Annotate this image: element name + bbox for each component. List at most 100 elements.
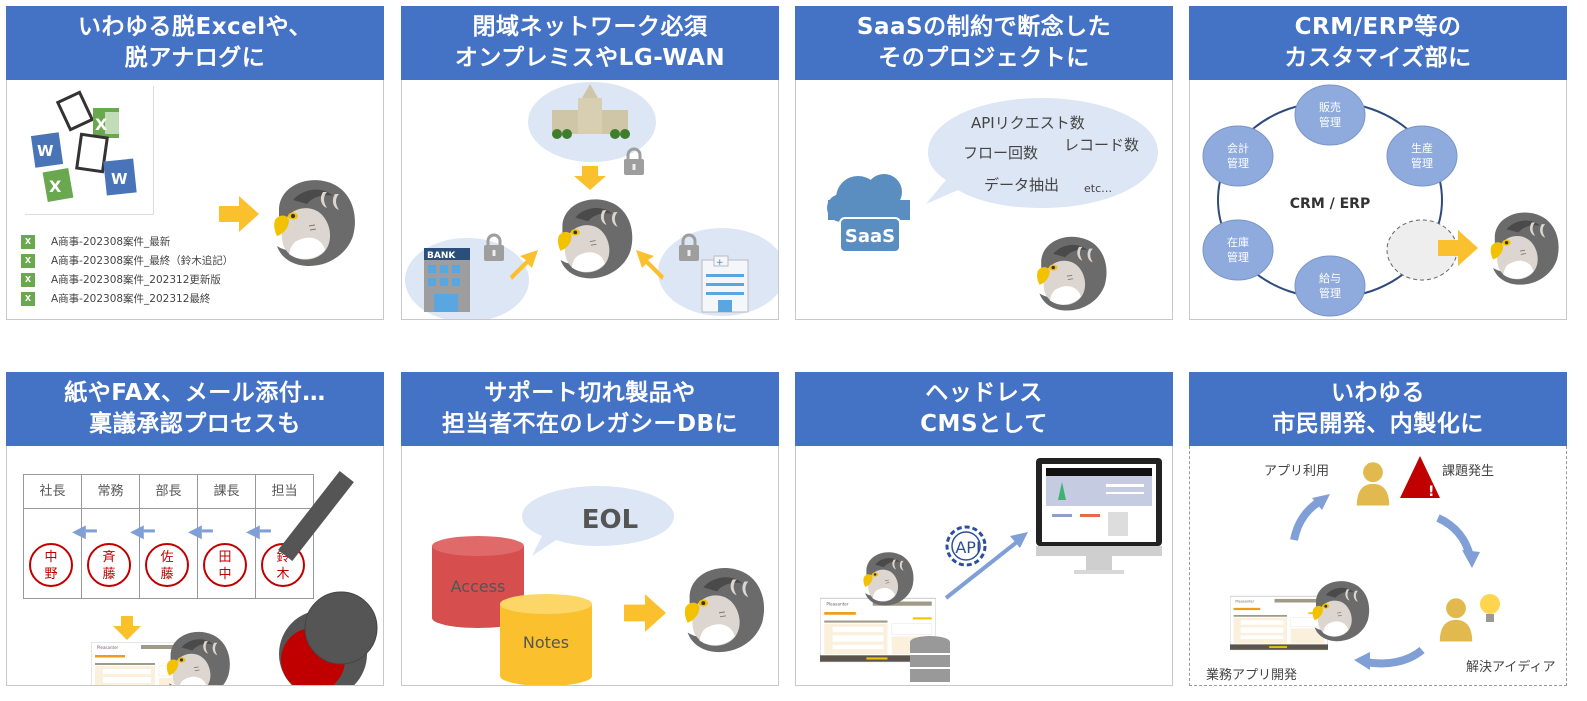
excel-icon: X	[21, 234, 35, 249]
panel-closed-network: 閉域ネットワーク必須 オンプレミスやLG-WAN BANK	[401, 6, 779, 320]
government-building-icon	[552, 84, 630, 139]
svg-text:生産: 生産	[1411, 141, 1433, 155]
svg-text:管理: 管理	[1411, 156, 1433, 170]
panel-title-line1: 閉域ネットワーク必須	[472, 14, 708, 40]
excel-icon: X	[21, 272, 35, 287]
cycle-arrow	[1290, 496, 1325, 541]
stamp-cell: ◀━ 佐藤	[130, 509, 198, 599]
svg-text:CRM / ERP: CRM / ERP	[1290, 196, 1370, 212]
word-icon: W	[103, 158, 137, 196]
cycle-label-idea: 解決アイディア	[1466, 660, 1556, 675]
svg-text:X: X	[95, 115, 108, 134]
cycle-arrow	[1365, 646, 1425, 668]
panel-header: 閉域ネットワーク必須 オンプレミスやLG-WAN	[401, 6, 779, 80]
panel-title-line1: ヘッドレス	[925, 380, 1043, 406]
arrow-left-icon: ◀━	[188, 521, 213, 542]
svg-text:W: W	[111, 170, 128, 188]
svg-text:EOL: EOL	[582, 505, 638, 535]
svg-text:Notes: Notes	[523, 633, 569, 652]
svg-text:W: W	[37, 142, 54, 160]
crm-node-payroll	[1294, 255, 1366, 317]
file-list: X A商事-202308案件_最新 X A商事-202308案件_最終（鈴木追記…	[21, 232, 233, 308]
svg-text:管理: 管理	[1319, 115, 1341, 129]
panel-title-line2: 脱アナログに	[124, 45, 266, 71]
cycle-label-issue: 課題発生	[1442, 464, 1495, 479]
panel-body: SaaS APIリクエスト数 フロー回数 レコード数 データ抽出 etc…	[795, 80, 1173, 320]
file-item: X A商事-202308案件_202312最終	[21, 289, 233, 308]
crm-node-sales	[1294, 84, 1366, 146]
approval-column-header: 常務	[82, 475, 140, 509]
lightbulb-icon	[1480, 594, 1500, 622]
panel-title-line2: 市民開発、内製化に	[1272, 411, 1484, 437]
approval-column-header: 部長	[140, 475, 198, 509]
arrow-right-icon	[624, 592, 666, 634]
panel-approval: 紙やFAX、メール添付… 稟議承認プロセスも 社長 常務 部長 課長 担当 中野…	[6, 372, 384, 686]
hanko-stamp: 田中	[203, 543, 247, 587]
cycle-label-app-dev: 業務アプリ開発	[1206, 668, 1298, 683]
stamp-cell: ◀━ 斉藤	[72, 509, 140, 599]
panel-title-line2: 担当者不在のレガシーDBに	[441, 411, 739, 437]
panel-body: X W X W X A商事-202308案件_最新 X A商事-202308案件…	[6, 80, 384, 320]
hanko-stamp: 佐藤	[145, 543, 189, 587]
bank-icon: BANK	[424, 248, 470, 312]
panel-title-line2: CMSとして	[920, 411, 1048, 437]
approval-column-header: 課長	[198, 475, 256, 509]
panel-header: SaaSの制約で断念した そのプロジェクトに	[795, 6, 1173, 80]
panel-header: サポート切れ製品や 担当者不在のレガシーDBに	[401, 372, 779, 446]
excel-icon: X	[42, 167, 74, 203]
falcon-mascot-icon	[544, 190, 636, 282]
hanko-stamp: 中野	[29, 543, 73, 587]
svg-text:管理: 管理	[1227, 250, 1249, 264]
warning-icon: !	[1400, 456, 1440, 500]
falcon-mascot-icon	[854, 546, 916, 608]
document-icon	[75, 132, 109, 174]
excel-icon: X	[93, 108, 119, 138]
api-gear-icon: API	[945, 525, 987, 567]
crm-node-production	[1386, 125, 1458, 187]
svg-text:在庫: 在庫	[1227, 235, 1249, 249]
panel-header: ヘッドレス CMSとして	[795, 372, 1173, 446]
bubble-item: APIリクエスト数	[971, 114, 1085, 132]
panel-title-line1: SaaSの制約で断念した	[856, 14, 1112, 40]
panel-title-line2: オンプレミスやLG-WAN	[454, 45, 726, 71]
crm-node-inventory	[1202, 219, 1274, 281]
stamp-cell: ◀━ 田中	[188, 509, 256, 599]
cycle-arrow-head	[1462, 550, 1480, 568]
arrow-left-icon: ◀━	[72, 521, 97, 542]
approval-column-header: 社長	[24, 475, 82, 509]
excel-icon: X	[21, 253, 35, 268]
bubble-item: レコード数	[1064, 136, 1140, 154]
file-item: X A商事-202308案件_最新	[21, 232, 233, 251]
bubble-item: etc…	[1084, 182, 1113, 195]
svg-text:SaaS: SaaS	[845, 226, 895, 247]
hanko-stamp-handle-icon	[278, 471, 354, 561]
falcon-mascot-icon	[259, 170, 359, 270]
falcon-mascot-icon	[670, 558, 768, 656]
falcon-mascot-icon	[1302, 574, 1372, 644]
panel-header: いわゆる 市民開発、内製化に	[1189, 372, 1567, 446]
panel-title-line1: CRM/ERP等の	[1294, 14, 1462, 40]
database-icon	[910, 636, 950, 682]
arrow-down-icon	[113, 616, 141, 640]
panel-body: ! アプリ利用 課題発生 解決アイディア 業務アプリ開発	[1189, 446, 1567, 686]
file-item: X A商事-202308案件_最終（鈴木追記）	[21, 251, 233, 270]
svg-text:管理: 管理	[1227, 156, 1249, 170]
bubble-item: データ抽出	[984, 176, 1060, 194]
speech-bubble	[926, 98, 1158, 208]
panel-title-line2: カスタマイズ部に	[1284, 45, 1472, 71]
speech-bubble	[522, 486, 674, 556]
stamp-cell: 中野	[24, 509, 82, 599]
panel-title-line1: いわゆる	[1331, 380, 1425, 406]
svg-text:X: X	[49, 177, 62, 196]
panel-citizen-dev: いわゆる 市民開発、内製化に ! アプリ利用 課題発生 解決アイディア	[1189, 372, 1567, 686]
svg-text:会計: 会計	[1227, 141, 1249, 155]
notes-database-icon: Notes	[500, 594, 592, 685]
person-icon	[1356, 462, 1390, 506]
crm-node-accounting	[1202, 125, 1274, 187]
svg-text:API: API	[955, 538, 980, 557]
cycle-arrow-head	[1312, 494, 1330, 510]
panel-title-line1: いわゆる脱Excelや、	[78, 14, 312, 40]
svg-text:給与: 給与	[1319, 271, 1341, 285]
panel-body: 社長 常務 部長 課長 担当 中野 ◀━ 斉藤 ◀━ 佐藤 ◀━ 田中 ◀━ 鈴…	[6, 446, 384, 686]
lock-icon	[482, 233, 506, 262]
